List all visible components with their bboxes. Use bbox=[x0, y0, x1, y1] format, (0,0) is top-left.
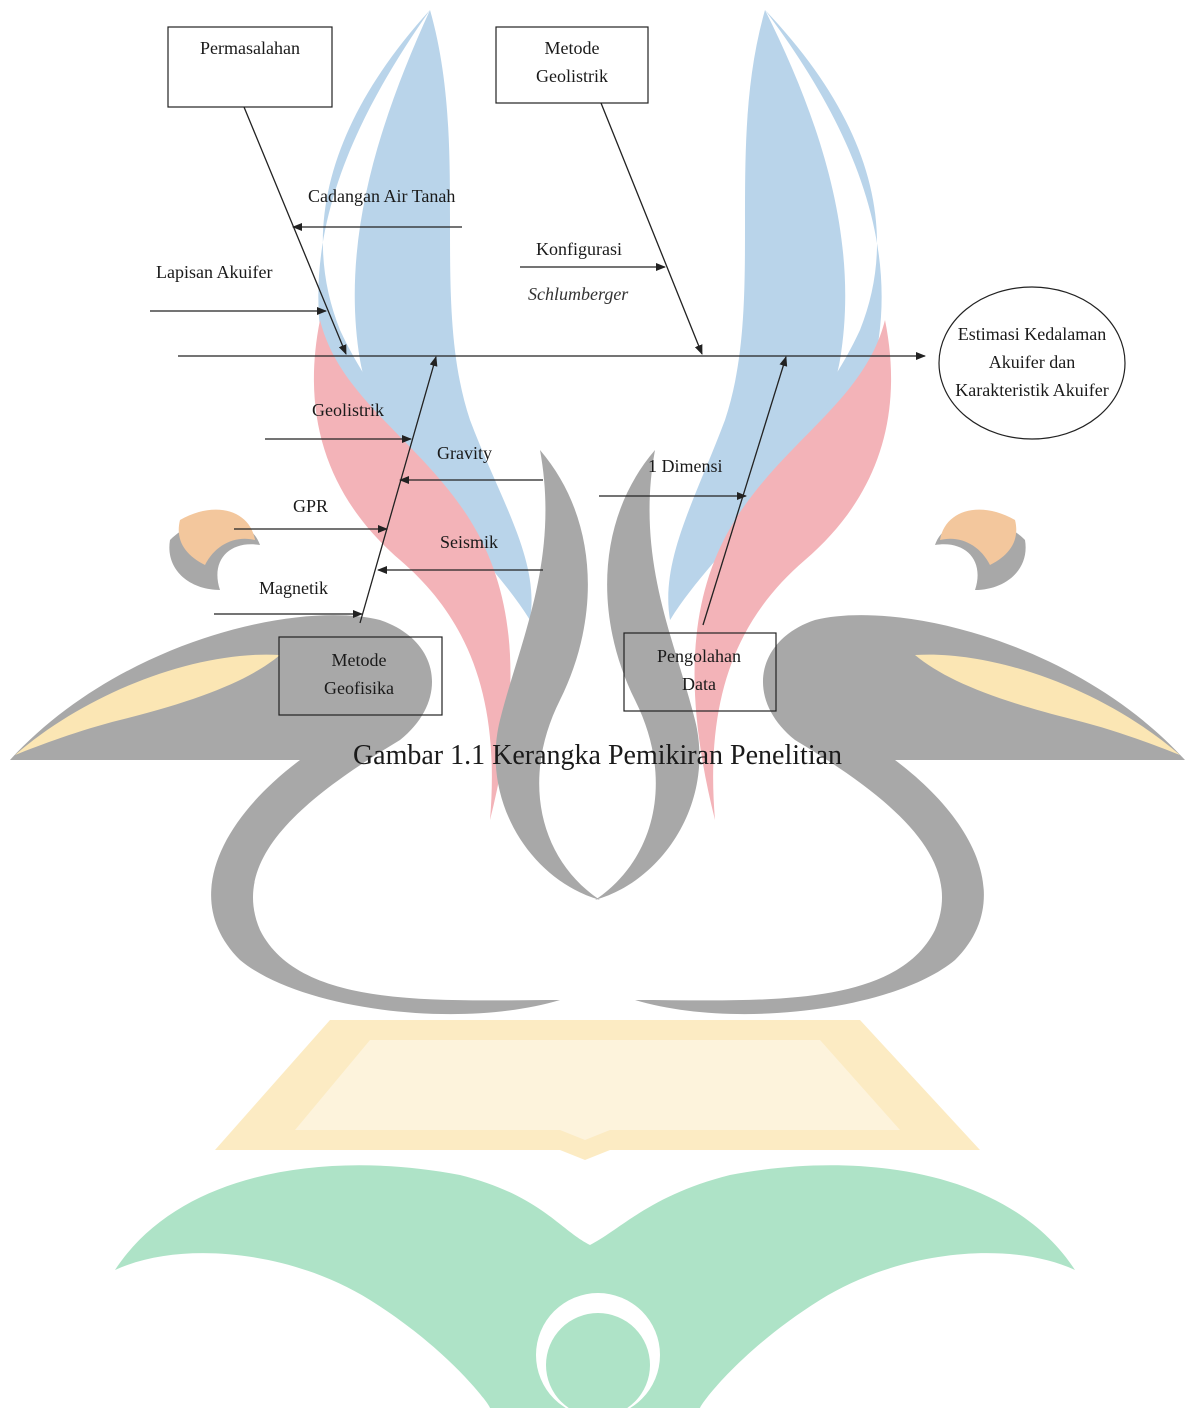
bone-permasalahan bbox=[244, 107, 346, 354]
label-geolistrik: Geolistrik bbox=[312, 400, 384, 420]
box-metode-geofisika-line2: Geofisika bbox=[324, 678, 394, 698]
box-pengolahan-data-line2: Data bbox=[682, 674, 716, 694]
label-schlumberger: Schlumberger bbox=[528, 284, 629, 304]
result-line2: Akuifer dan bbox=[989, 352, 1075, 372]
bone-pengolahan-data bbox=[703, 357, 786, 625]
box-metode-geolistrik-line2: Geolistrik bbox=[536, 66, 608, 86]
box-pengolahan-data bbox=[624, 633, 776, 711]
label-lapisan-akuifer: Lapisan Akuifer bbox=[156, 262, 272, 282]
result-line1: Estimasi Kedalaman bbox=[958, 324, 1106, 344]
box-metode-geofisika bbox=[279, 637, 442, 715]
label-konfigurasi: Konfigurasi bbox=[536, 239, 622, 259]
box-metode-geofisika-line1: Metode bbox=[332, 650, 387, 670]
result-line3: Karakteristik Akuifer bbox=[955, 380, 1108, 400]
label-cadangan-air-tanah: Cadangan Air Tanah bbox=[308, 186, 455, 206]
box-permasalahan-label: Permasalahan bbox=[200, 38, 300, 58]
bone-metode-geolistrik bbox=[601, 103, 702, 354]
bone-metode-geofisika bbox=[360, 357, 436, 623]
label-gravity: Gravity bbox=[437, 443, 492, 463]
figure-caption: Gambar 1.1 Kerangka Pemikiran Penelitian bbox=[0, 740, 1195, 772]
box-pengolahan-data-line1: Pengolahan bbox=[657, 646, 741, 666]
label-magnetik: Magnetik bbox=[259, 578, 328, 598]
label-1-dimensi: 1 Dimensi bbox=[648, 456, 723, 476]
box-metode-geolistrik-line1: Metode bbox=[545, 38, 600, 58]
label-seismik: Seismik bbox=[440, 532, 498, 552]
label-gpr: GPR bbox=[293, 496, 328, 516]
